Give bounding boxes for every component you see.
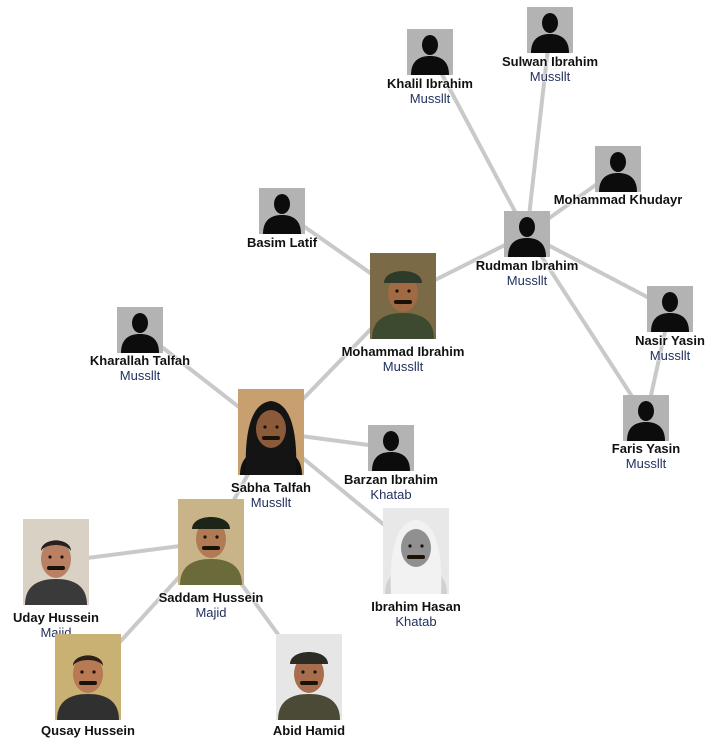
person-label: Abid Hamid: [273, 723, 345, 738]
portrait-photo: [55, 634, 121, 720]
person-name: Uday Hussein: [13, 610, 99, 625]
person-name: Ibrahim Hasan: [371, 599, 461, 614]
portrait-photo: [23, 519, 89, 605]
silhouette-avatar[interactable]: [368, 425, 414, 471]
silhouette-avatar[interactable]: [504, 211, 550, 257]
portrait-avatar[interactable]: [383, 508, 449, 594]
portrait-photo: [238, 389, 304, 475]
silhouette-icon: [368, 425, 414, 471]
family-name: Khatab: [370, 487, 412, 502]
silhouette-avatar[interactable]: [259, 188, 305, 234]
person-name: Sabha Talfah: [231, 480, 311, 495]
portrait-photo: [370, 253, 436, 339]
silhouette-avatar[interactable]: [407, 29, 453, 75]
silhouette-icon: [407, 29, 453, 75]
silhouette-icon: [527, 7, 573, 53]
family-name: Mussllt: [506, 273, 548, 288]
person-name: Saddam Hussein: [158, 590, 264, 605]
portrait-avatar[interactable]: [178, 499, 244, 585]
portrait-avatar[interactable]: [370, 253, 436, 339]
silhouette-icon: [647, 286, 693, 332]
portrait-avatar[interactable]: [276, 634, 342, 720]
family-name: Mussllt: [250, 495, 292, 510]
silhouette-avatar[interactable]: [647, 286, 693, 332]
edge-rudman-nasir: [525, 232, 672, 311]
family-name: Mussllt: [529, 69, 571, 84]
family-name: Majid: [195, 605, 227, 620]
silhouette-icon: [117, 307, 163, 353]
edge-rudman-faris: [525, 232, 648, 420]
person-name: Sulwan Ibrahim: [501, 54, 599, 69]
family-name: Mussllt: [649, 348, 691, 363]
person-label: Qusay Hussein: [41, 723, 135, 738]
person-name: Barzan Ibrahim: [344, 472, 438, 487]
person-name: Basim Latif: [246, 235, 318, 250]
portrait-photo: [383, 508, 449, 594]
person-name: Kharallah Talfah: [89, 353, 191, 368]
person-name: Nasir Yasin: [635, 333, 705, 348]
silhouette-avatar[interactable]: [527, 7, 573, 53]
person-name: Faris Yasin: [611, 441, 681, 456]
person-label: Mohammad Khudayr: [554, 192, 683, 207]
edge-sulwan-rudman: [525, 28, 552, 236]
edge-khalil-rudman: [428, 50, 529, 236]
person-name: Abid Hamid: [272, 723, 346, 738]
silhouette-avatar[interactable]: [117, 307, 163, 353]
silhouette-icon: [504, 211, 550, 257]
portrait-avatar[interactable]: [238, 389, 304, 475]
person-name: Rudman Ibrahim: [475, 258, 579, 273]
family-name: Mussllt: [409, 91, 451, 106]
family-name: Mussllt: [382, 359, 424, 374]
person-name: Khalil Ibrahim: [387, 76, 473, 91]
silhouette-avatar[interactable]: [623, 395, 669, 441]
portrait-avatar[interactable]: [23, 519, 89, 605]
person-label: Basim Latif: [247, 235, 317, 250]
family-name: Mussllt: [625, 456, 667, 471]
portrait-photo: [178, 499, 244, 585]
person-name: Qusay Hussein: [41, 723, 135, 738]
silhouette-icon: [595, 146, 641, 192]
portrait-avatar[interactable]: [55, 634, 121, 720]
person-name: Mohammad Ibrahim: [341, 344, 465, 359]
family-name: Mussllt: [119, 368, 161, 383]
family-name: Khatab: [395, 614, 437, 629]
portrait-photo: [276, 634, 342, 720]
silhouette-avatar[interactable]: [595, 146, 641, 192]
silhouette-icon: [259, 188, 305, 234]
silhouette-icon: [623, 395, 669, 441]
person-name: Mohammad Khudayr: [553, 192, 683, 207]
